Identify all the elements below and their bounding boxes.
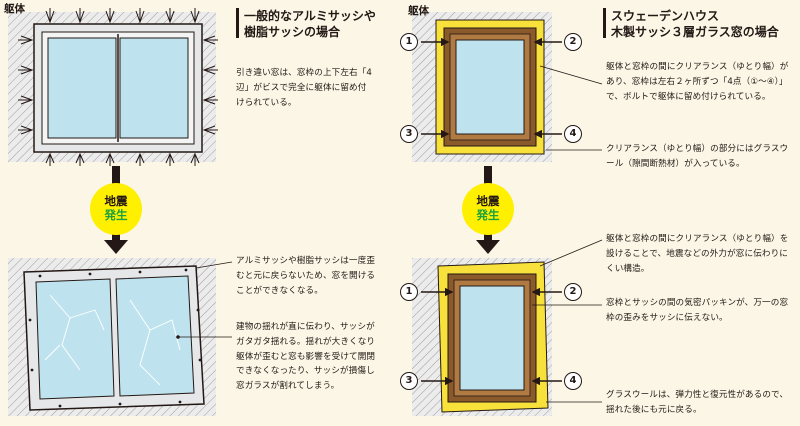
bolt-marker-3-bottom: 3 [400,372,418,390]
bolt-marker-1-bottom: 1 [400,283,418,301]
bolt-marker-1-top: 1 [400,33,418,51]
right-title-bar [603,8,606,38]
bolt-marker-2-bottom: 2 [564,283,582,301]
left-quake-line1: 地震 [104,194,128,209]
right-top-text1: 躯体と窓枠の間にクリアランス（ゆとり幅）があり、窓枠は左右２ヶ所ずつ「4点（①〜… [606,62,789,102]
left-bottom-text2: 建物の揺れが直に伝わり、サッシがガタガタ揺れる。揺れが大きくなり躯体が歪むと窓も… [236,322,376,392]
left-bottom-window [8,258,233,416]
right-title-line2: 木製サッシ３層ガラス窓の場合 [611,25,779,40]
bolt-marker-4-top: 4 [564,125,582,143]
left-quake-line2: 発生 [104,208,128,222]
bolt-marker-2-top: 2 [564,33,582,51]
right-title-line1: スウェーデンハウス [611,9,720,23]
bolt-marker-4-bottom: 4 [564,372,582,390]
bolt-marker-3-top: 3 [400,125,418,143]
right-kutai-label: 躯体 [408,5,429,17]
right-quake-badge: 地震 発生 [465,186,511,232]
left-title: 一般的なアルミサッシや 樹脂サッシの場合 [244,8,376,40]
right-top-window [412,12,603,162]
right-top-text2: クリアランス（ゆとり幅）の部分にはグラスウール（隙間断熱材）が入っている。 [606,144,789,169]
left-title-bar [236,8,239,38]
right-bottom-window [412,239,603,416]
right-bottom-text1: 躯体と窓枠の間にクリアランス（ゆとり幅）を設けることで、地震などの外力が窓に伝わ… [606,234,789,274]
left-title-line2: 樹脂サッシの場合 [244,25,341,40]
right-bottom-text2: 窓枠とサッシの間の気密パッキンが、万一の窓枠の歪みをサッシに伝えない。 [606,298,789,323]
left-title-line1: 一般的なアルミサッシや [244,9,376,23]
right-quake-line1: 地震 [476,194,500,209]
right-down-arrow [476,166,500,254]
right-bottom-text3: グラスウールは、弾力性と復元性があるので、揺れた後にも元に戻る。 [606,390,789,415]
left-down-arrow [104,166,128,254]
left-top-window [8,8,218,166]
left-kutai-label: 躯体 [4,3,25,15]
right-quake-line2: 発生 [476,208,500,222]
left-quake-badge: 地震 発生 [93,186,139,232]
left-top-text: 引き違い窓は、窓枠の上下左右「4辺」がビスで完全に躯体に留め付けられている。 [236,68,372,108]
left-bottom-text1: アルミサッシや樹脂サッシは一度歪むと元に戻らないため、窓を開けることができなくな… [236,256,376,296]
right-title: スウェーデンハウス 木製サッシ３層ガラス窓の場合 [611,8,779,40]
screw-arrows [18,8,218,166]
